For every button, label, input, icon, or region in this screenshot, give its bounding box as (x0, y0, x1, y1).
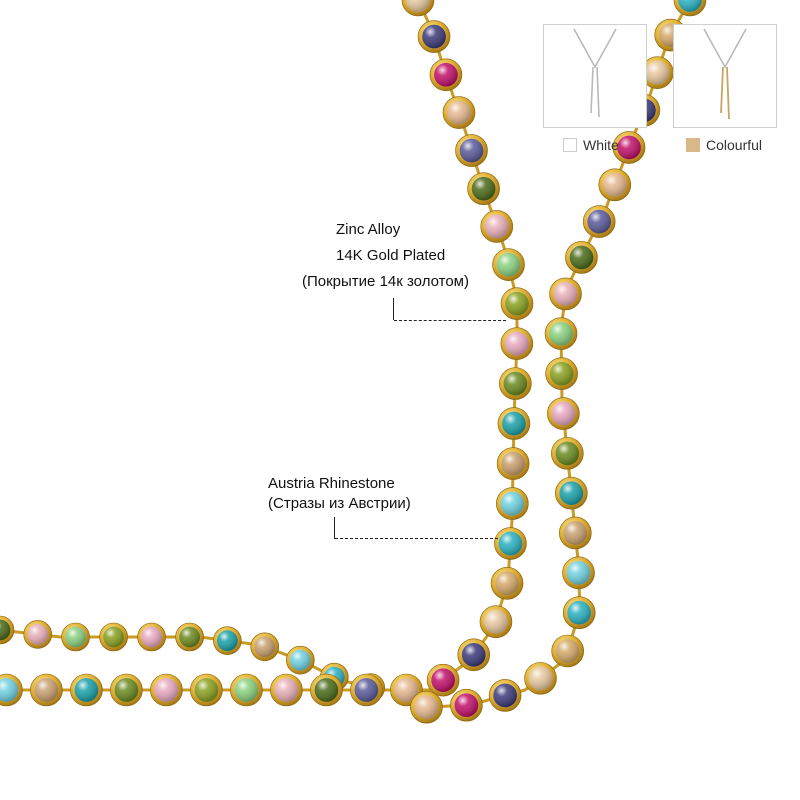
variant-option-white[interactable]: White (563, 137, 619, 153)
rhinestone (558, 516, 592, 550)
rhinestone (612, 131, 646, 164)
rhinestone (496, 487, 529, 520)
rhinestone (350, 673, 383, 707)
rhinestone (544, 317, 578, 350)
rhinestone (401, 0, 435, 17)
stone-label-line2: (Стразы из Австрии) (268, 495, 411, 512)
rhinestone (286, 645, 315, 675)
rhinestone (455, 134, 488, 167)
variant-option-colourful[interactable]: Colourful (686, 137, 762, 153)
rhinestone (250, 632, 280, 662)
variant-label-white: White (583, 137, 619, 153)
rhinestone (479, 605, 513, 639)
stone-label-line1: Austria Rhinestone (268, 475, 395, 492)
stone-leader-dashed (335, 538, 498, 539)
rhinestone (545, 357, 578, 390)
rhinestone (23, 620, 53, 649)
rhinestone (150, 673, 183, 707)
colourful-necklace-icon (703, 28, 747, 120)
rhinestone (641, 56, 674, 89)
rhinestone (496, 447, 530, 480)
rhinestone (673, 0, 707, 17)
material-label-line1: Zinc Alloy (336, 221, 401, 238)
rhinestone (490, 567, 524, 600)
material-leader-dashed (394, 320, 506, 321)
rhinestone (547, 397, 580, 430)
rhinestone (480, 210, 514, 243)
rhinestone (310, 673, 343, 707)
rhinestone (499, 367, 532, 400)
rhinestone (0, 615, 15, 645)
rhinestone (582, 205, 616, 238)
rhinestone (492, 248, 525, 281)
rhinestone (598, 168, 632, 202)
rhinestone (549, 277, 582, 311)
variant-thumbnail-white[interactable] (543, 24, 647, 128)
rhinestone (230, 673, 263, 707)
rhinestone (175, 622, 204, 652)
rhinestone (565, 241, 598, 274)
rhinestone (442, 96, 476, 129)
rhinestone (0, 673, 23, 707)
rhinestone (467, 172, 500, 206)
white-necklace-icon (573, 28, 617, 118)
rhinestone (488, 679, 522, 712)
rhinestone (497, 407, 531, 440)
rhinestone (99, 622, 128, 652)
rhinestone (500, 327, 534, 360)
rhinestone (270, 673, 303, 707)
rhinestone (524, 662, 557, 695)
rhinestone (562, 556, 595, 590)
rhinestone (450, 688, 483, 722)
material-label-line3: (Покрытие 14к золотом) (302, 273, 469, 290)
rhinestone (562, 596, 596, 629)
variant-label-colourful: Colourful (706, 137, 763, 153)
rhinestone (429, 58, 463, 92)
gemstone-chain (0, 0, 707, 724)
rhinestone (61, 622, 90, 652)
rhinestone (410, 690, 443, 724)
variant-thumbnail-colourful[interactable] (673, 24, 777, 128)
white-swatch (563, 138, 577, 152)
rhinestone (551, 437, 584, 470)
rhinestone (137, 622, 166, 652)
rhinestone (417, 20, 451, 53)
rhinestone (551, 634, 584, 668)
rhinestone (30, 673, 63, 707)
rhinestone (213, 626, 242, 655)
rhinestone (426, 663, 460, 697)
rhinestone (110, 673, 143, 707)
rhinestone (494, 527, 527, 560)
rhinestone (500, 287, 534, 320)
stone-leader-vertical (334, 517, 335, 539)
rhinestone (190, 673, 223, 707)
material-label-line2: 14K Gold Plated (336, 247, 446, 264)
rhinestone (555, 476, 588, 510)
colourful-swatch (686, 138, 700, 152)
rhinestone (70, 673, 103, 707)
rhinestone (457, 638, 491, 672)
material-leader-vertical (393, 298, 394, 320)
